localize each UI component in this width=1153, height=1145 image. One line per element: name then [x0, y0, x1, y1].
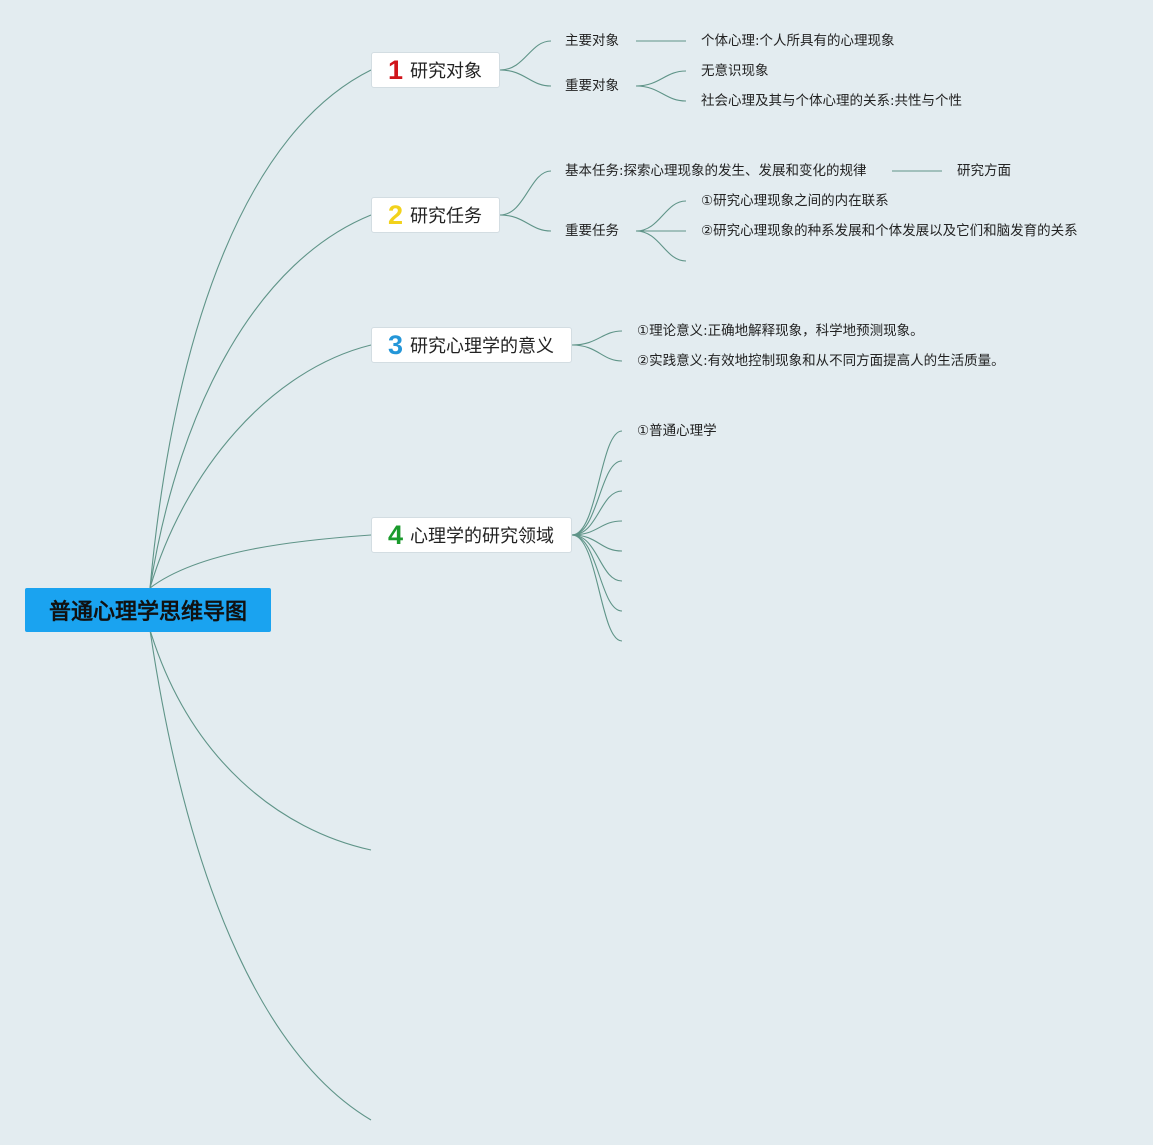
branch-significance[interactable]: 3 研究心理学的意义: [371, 327, 572, 363]
branch-number-2: 2: [388, 199, 404, 230]
root-title: 普通心理学思维导图: [48, 600, 247, 625]
connector-b2-important: [499, 214, 552, 232]
leaf-individual-psychology[interactable]: 个体心理:个人所具有的心理现象: [701, 33, 895, 49]
connector-b1-main: [499, 40, 552, 71]
subtopic-important-object[interactable]: 重要对象: [565, 78, 619, 94]
connector-b3-leaf2: [571, 344, 623, 362]
connector-b4-leaf2: [571, 460, 623, 536]
leaf-internal-relation[interactable]: ①研究心理现象之间的内在联系: [701, 193, 889, 209]
subtopic-basic-task[interactable]: 基本任务:探索心理现象的发生、发展和变化的规律: [565, 163, 867, 179]
connector-b4-leaf1: [571, 430, 623, 536]
connector-b4-leaf3: [571, 490, 623, 536]
connector-root-branch3: [149, 344, 372, 589]
connector-b2-basic: [499, 170, 552, 216]
connector-b2-imp-leaf1: [635, 200, 687, 232]
branch-number-4: 4: [388, 519, 404, 550]
branch-research-task[interactable]: 2 研究任务: [371, 197, 500, 233]
connector-root-branch4: [149, 534, 372, 589]
connector-b4-leaf8: [571, 534, 623, 642]
leaf-practical-significance[interactable]: ②实践意义:有效地控制现象和从不同方面提高人的生活质量。: [637, 353, 1005, 369]
branch-research-fields[interactable]: 4 心理学的研究领域: [371, 517, 572, 553]
leaf-unconscious[interactable]: 无意识现象: [701, 63, 769, 79]
branch-label: 研究任务: [410, 206, 483, 227]
leaf-social-psychology[interactable]: 社会心理及其与个体心理的关系:共性与个性: [701, 93, 963, 109]
branch-number-1: 1: [388, 54, 404, 85]
branch-research-object[interactable]: 1 研究对象: [371, 52, 500, 88]
branch-label: 研究对象: [410, 61, 483, 82]
root-topic[interactable]: 普通心理学思维导图: [25, 588, 271, 632]
leaf-research-aspect[interactable]: 研究方面: [957, 163, 1011, 179]
connector-b1-imp-leaf1: [635, 70, 687, 87]
connector-b4-leaf7: [571, 534, 623, 612]
leaf-general-psychology[interactable]: ①普通心理学: [637, 423, 717, 439]
branch-label: 研究心理学的意义: [410, 336, 555, 357]
connector-b2-imp-leaf3: [635, 230, 687, 262]
subtopic-important-task[interactable]: 重要任务: [565, 223, 619, 239]
connector-root-branch5: [149, 629, 372, 851]
branch-number-3: 3: [388, 329, 404, 360]
connector-b4-leaf4: [571, 520, 623, 536]
connector-b1-important: [499, 69, 552, 87]
connector-b1-imp-leaf2: [635, 85, 687, 102]
connector-b4-leaf5: [571, 534, 623, 552]
connector-root-branch1: [149, 69, 372, 589]
connector-b4-leaf6: [571, 534, 623, 582]
leaf-theoretical-significance[interactable]: ①理论意义:正确地解释现象，科学地预测现象。: [637, 323, 924, 339]
connector-b3-leaf1: [571, 330, 623, 346]
connector-root-branch2: [149, 214, 372, 589]
subtopic-main-object[interactable]: 主要对象: [565, 33, 619, 49]
leaf-phylogenetic-development[interactable]: ②研究心理现象的种系发展和个体发展以及它们和脑发育的关系: [701, 223, 1078, 239]
branch-label: 心理学的研究领域: [410, 526, 555, 547]
connector-root-branch6: [149, 629, 372, 1121]
